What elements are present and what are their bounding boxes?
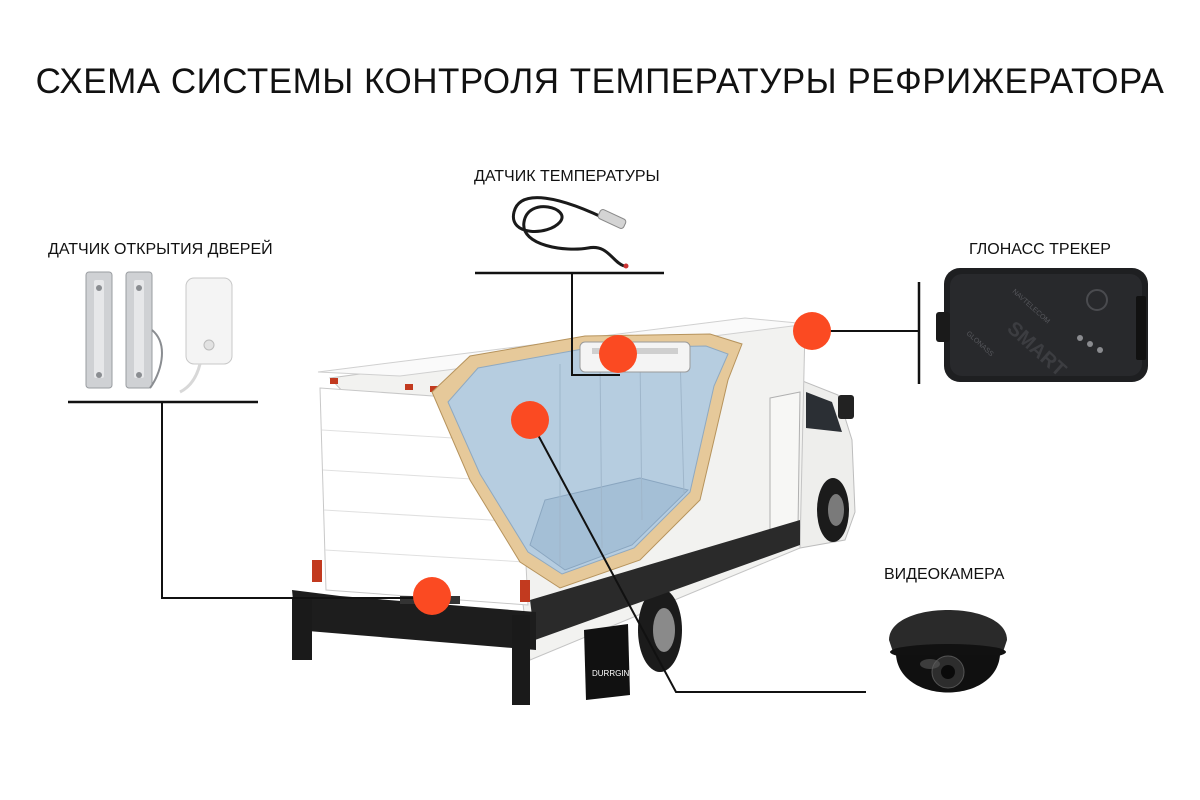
temp-sensor-connector (571, 273, 620, 376)
temperature-sensor-marker (599, 335, 637, 373)
camera-connector (529, 419, 866, 693)
camera-marker (511, 401, 549, 439)
gps-tracker-label: ГЛОНАСС ТРЕКЕР (969, 241, 1111, 258)
rear-wheel (638, 588, 682, 672)
camera-label: ВИДЕОКАМЕРА (884, 566, 1005, 583)
door-sensor-label: ДАТЧИК ОТКРЫТИЯ ДВЕРЕЙ (48, 241, 273, 258)
door-sensor-marker (413, 577, 451, 615)
mudflap: DURRGINE (584, 624, 635, 700)
front-wheel (817, 478, 849, 542)
temperature-probe-icon (512, 196, 629, 269)
door-sensor-connector (161, 402, 432, 599)
mudflap-text: DURRGINE (592, 669, 635, 678)
gps-tracker-icon: SMART NAVTELECOM GLONASS (936, 268, 1148, 382)
gps-tracker-marker (793, 312, 831, 350)
dome-camera-icon (889, 610, 1007, 693)
temperature-sensor-label: ДАТЧИК ТЕМПЕРАТУРЫ (474, 168, 660, 185)
lift-gate (292, 590, 536, 705)
door-sensor-icon (85, 271, 233, 394)
refrigerated-truck: DURRGINE (292, 317, 856, 705)
diagram-title: СХЕМА СИСТЕМЫ КОНТРОЛЯ ТЕМПЕРАТУРЫ РЕФРИ… (35, 62, 1165, 101)
sensor-markers (413, 312, 831, 615)
connector-lines (68, 271, 921, 693)
